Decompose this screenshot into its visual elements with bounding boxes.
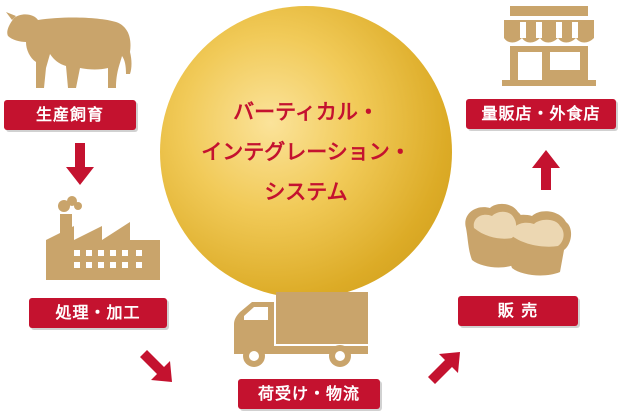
truck-icon xyxy=(234,292,368,367)
arrow-icon xyxy=(428,352,460,384)
cow-icon xyxy=(6,12,132,89)
step-sales-label: 販 売 xyxy=(458,296,578,326)
arrow-icon xyxy=(140,350,172,382)
center-title-line-1: バーティカル・ xyxy=(233,100,379,124)
factory-icon xyxy=(46,196,160,280)
bread-icon xyxy=(465,203,572,276)
center-title-line-2: インテグレーション・ xyxy=(201,140,411,164)
step-processing-text: 処理・加工 xyxy=(55,303,141,322)
step-processing-label: 処理・加工 xyxy=(29,298,167,328)
arrow-icon xyxy=(532,150,560,190)
step-logistics-text: 荷受け・物流 xyxy=(257,384,360,403)
vertical-integration-circle: バーティカル・ インテグレーション・ システム xyxy=(160,6,452,298)
step-logistics-label: 荷受け・物流 xyxy=(238,379,380,409)
store-icon xyxy=(502,6,596,86)
step-retail-label: 量販店・外食店 xyxy=(466,99,616,129)
step-sales-text: 販 売 xyxy=(497,301,539,320)
step-retail-text: 量販店・外食店 xyxy=(481,104,601,123)
center-title-line-3: システム xyxy=(264,180,348,204)
arrow-icon xyxy=(66,143,94,185)
step-breeding-text: 生産飼育 xyxy=(35,105,104,124)
step-breeding-label: 生産飼育 xyxy=(4,100,136,130)
